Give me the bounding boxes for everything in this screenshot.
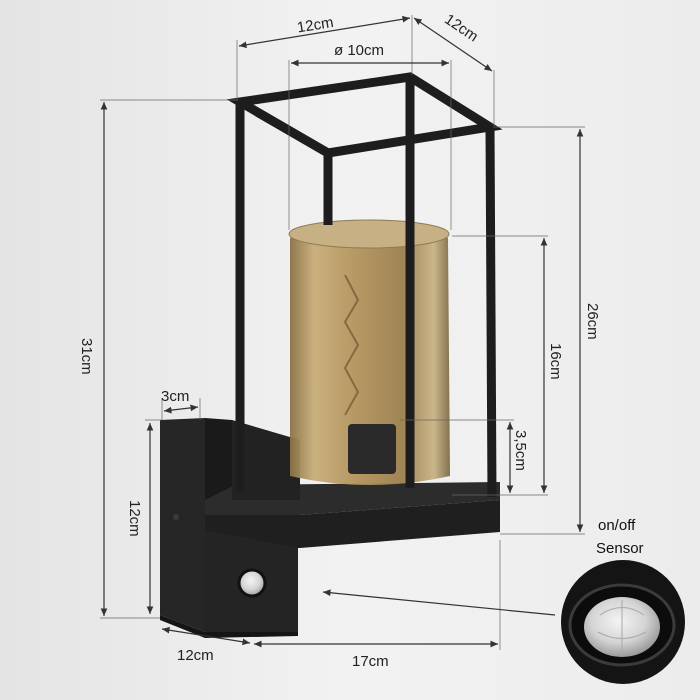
wall-mount-plate: [160, 418, 205, 632]
label-total-height: 31cm: [78, 338, 95, 375]
glass-top-rim: [288, 219, 450, 249]
label-mount-width: 3cm: [161, 388, 189, 405]
label-mount-depth: 12cm: [177, 647, 214, 664]
label-projection: 17cm: [352, 653, 389, 670]
wall-mount-side: [205, 418, 232, 500]
label-frame-height: 26cm: [584, 303, 601, 340]
label-glass-height: 16cm: [547, 343, 564, 380]
sensor-label-line2: Sensor: [596, 540, 644, 557]
bulb-filament: [343, 274, 360, 416]
lamp-socket: [348, 424, 396, 474]
mount-screw: [173, 514, 179, 520]
label-glass-diameter: ø 10cm: [334, 42, 384, 59]
sensor-label-line1: on/off: [598, 517, 636, 534]
lamp-base-front: [205, 500, 500, 548]
sensor-callout: on/off Sensor: [561, 517, 685, 684]
lamp-arm: [232, 420, 300, 500]
label-top-width: 12cm: [296, 14, 335, 37]
frame-cage: [226, 72, 503, 498]
sensor-dome: [237, 568, 267, 598]
dimension-labels: 12cm 12cm ø 10cm 31cm 26cm 16cm 3,5cm 3c…: [78, 11, 601, 670]
sensor-zoom-facets: [597, 600, 647, 655]
label-mount-height: 12cm: [126, 500, 143, 537]
label-base-height: 3,5cm: [512, 430, 529, 471]
dimension-lines: [100, 15, 585, 650]
